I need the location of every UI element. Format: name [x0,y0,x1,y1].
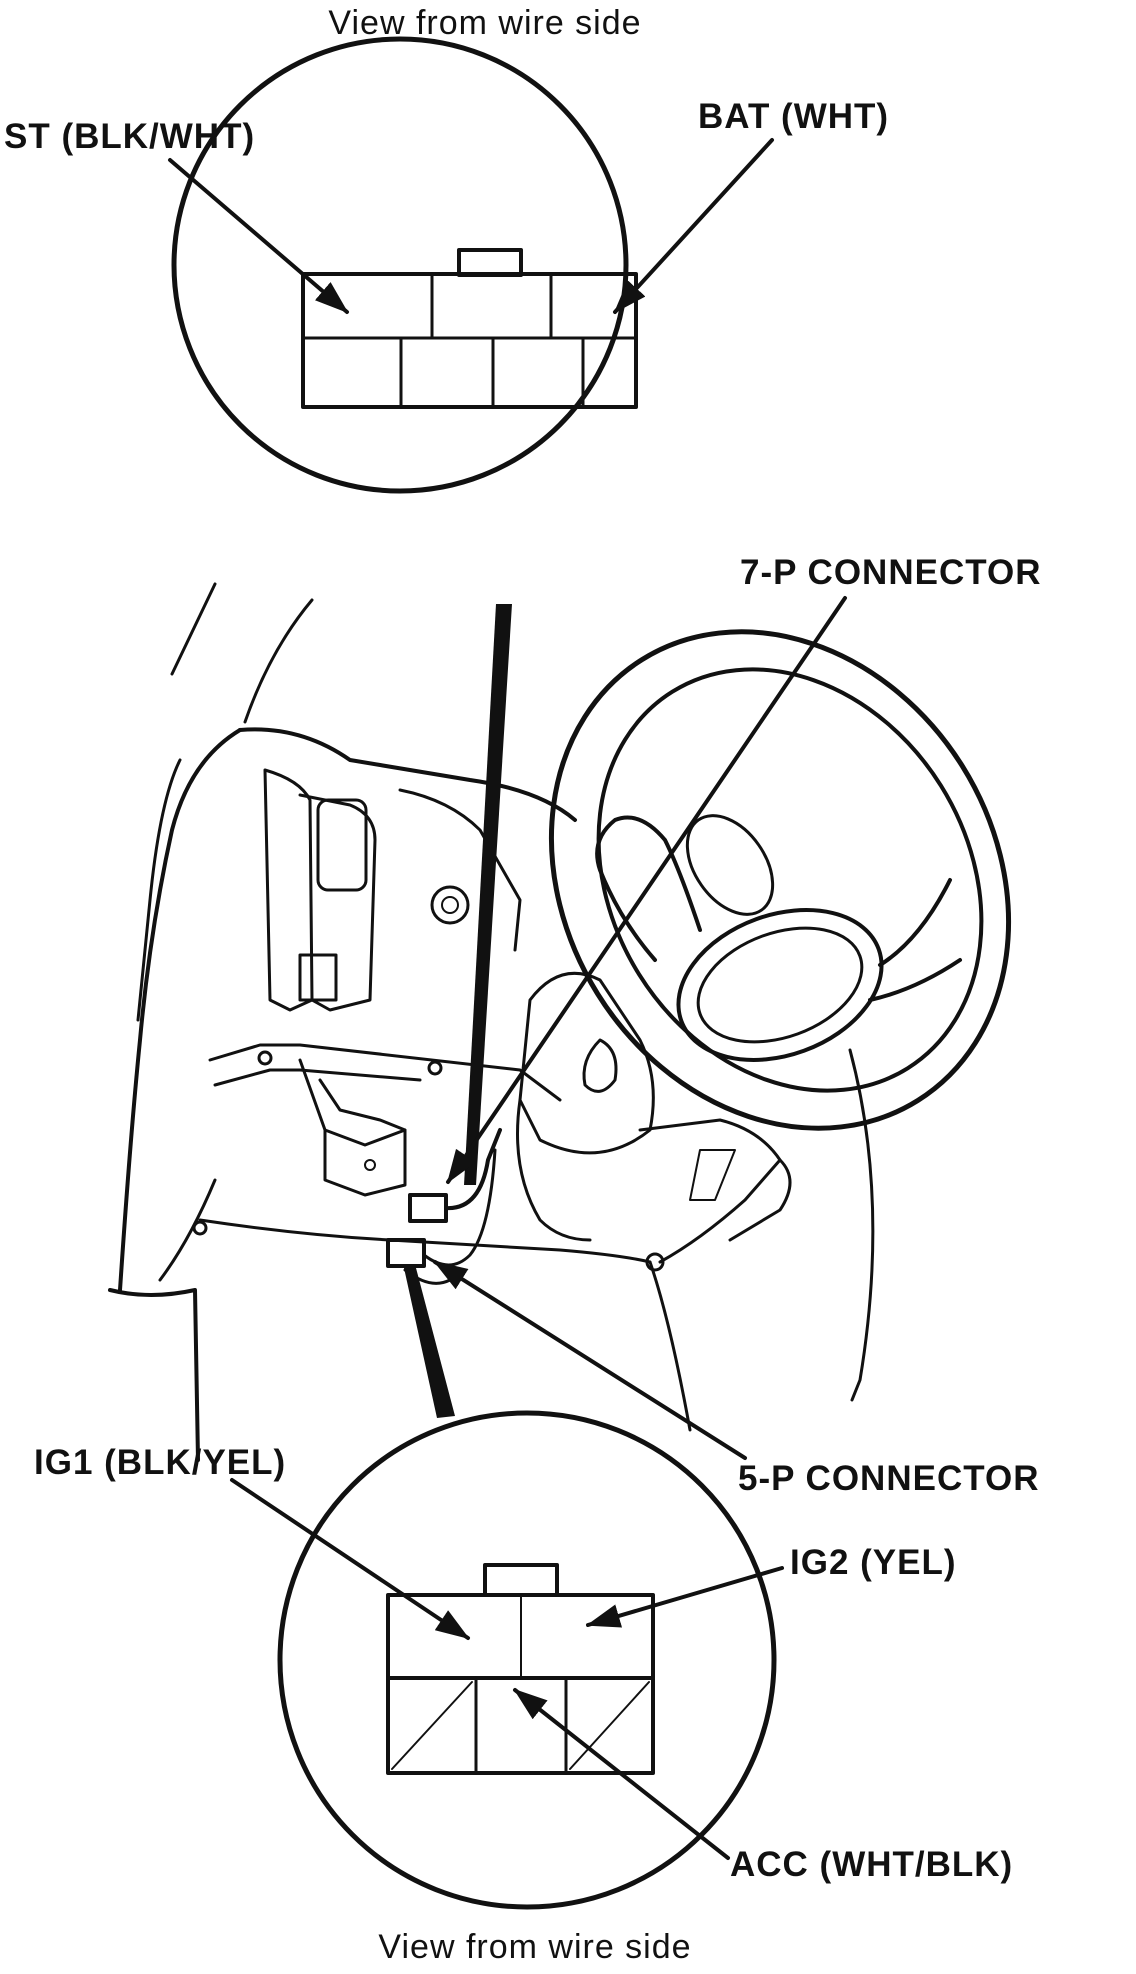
bat-arrow [613,138,774,314]
st-arrow [168,158,349,314]
ig2-label: IG2 (YEL) [790,1543,957,1582]
seven-pin-connector [408,1193,448,1223]
connector-7p-arrow [446,596,847,1184]
ig1-arrow [230,1478,470,1640]
acc-arrow [513,1688,730,1860]
dashboard-illustration [108,582,1012,1462]
top-caption: View from wire side [328,4,641,42]
connector-7p-label: 7-P CONNECTOR [740,553,1041,592]
top-detail-circle [171,36,638,494]
bottom-caption: View from wire side [378,1928,691,1966]
connector-5p-label: 5-P CONNECTOR [738,1459,1039,1498]
bottom-circle-leader [404,1268,455,1418]
bat-label: BAT (WHT) [698,97,889,136]
bottom-detail-circle [277,1410,777,1910]
seven-pin-connector-face [301,248,638,409]
five-pin-connector-face [386,1563,655,1775]
connector-5p-arrow [433,1260,747,1460]
acc-label: ACC (WHT/BLK) [730,1845,1013,1884]
ig2-arrow [586,1566,784,1628]
five-pin-connector [386,1238,426,1268]
ig1-label: IG1 (BLK/YEL) [34,1443,286,1482]
st-label: ST (BLK/WHT) [4,117,255,156]
top-circle-leader [464,604,512,1185]
